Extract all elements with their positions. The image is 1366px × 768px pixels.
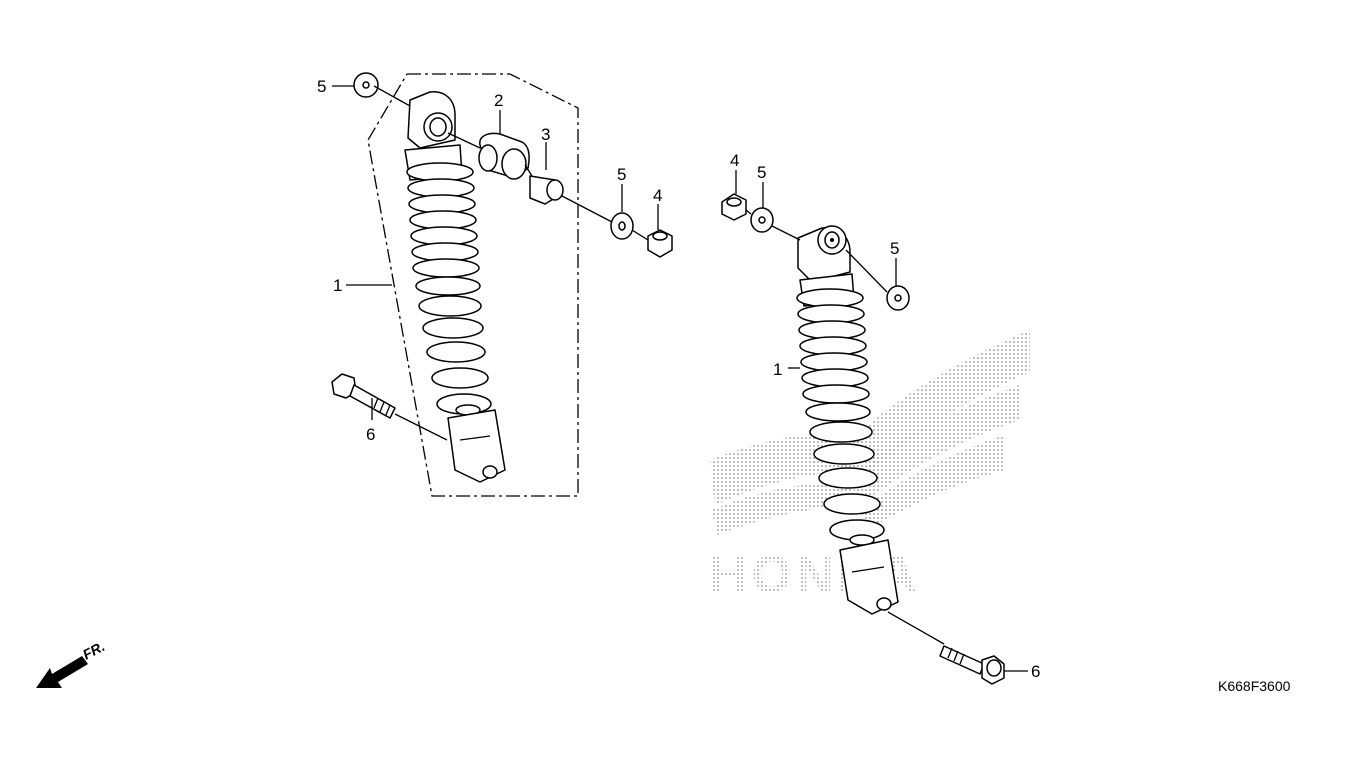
right-assembly: 4 5 5 1 6: [721, 151, 1040, 685]
front-direction-indicator: FR.: [36, 638, 107, 688]
right-washer-a: [750, 207, 774, 233]
left-bushing: [478, 132, 530, 180]
left-collar: [529, 175, 564, 205]
left-bolt: [331, 373, 396, 419]
callout-left-bushing: 2: [494, 91, 503, 110]
callout-right-nut: 4: [730, 151, 739, 170]
right-bolt: [939, 645, 1005, 685]
callout-left-washer-top: 5: [317, 77, 326, 96]
callout-left-nut: 4: [653, 186, 662, 205]
honda-wing-watermark: HONDA: [710, 330, 1030, 604]
callout-left-washer-mid: 5: [617, 165, 626, 184]
right-shock-absorber: [796, 225, 899, 615]
right-spring-coils: [796, 288, 885, 541]
left-shock-absorber: [404, 91, 506, 483]
right-washer-b: [886, 285, 910, 311]
callout-right-washer-b: 5: [890, 239, 899, 258]
callout-left-bolt: 6: [366, 425, 375, 444]
left-nut: [647, 229, 673, 258]
callout-right-shock: 1: [773, 360, 782, 379]
front-arrow-icon: [36, 656, 88, 688]
callout-right-bolt: 6: [1031, 662, 1040, 681]
left-spring-coils: [406, 162, 492, 415]
right-nut: [721, 193, 747, 221]
callout-left-shock: 1: [333, 276, 342, 295]
drawing-code: K668F3600: [1218, 678, 1291, 694]
left-assembly: 5 2 3 5 4 1 6: [317, 72, 673, 497]
callout-right-washer-a: 5: [757, 163, 766, 182]
left-washer-top: [353, 72, 379, 98]
left-washer-mid: [610, 212, 634, 240]
callout-left-collar: 3: [541, 125, 550, 144]
